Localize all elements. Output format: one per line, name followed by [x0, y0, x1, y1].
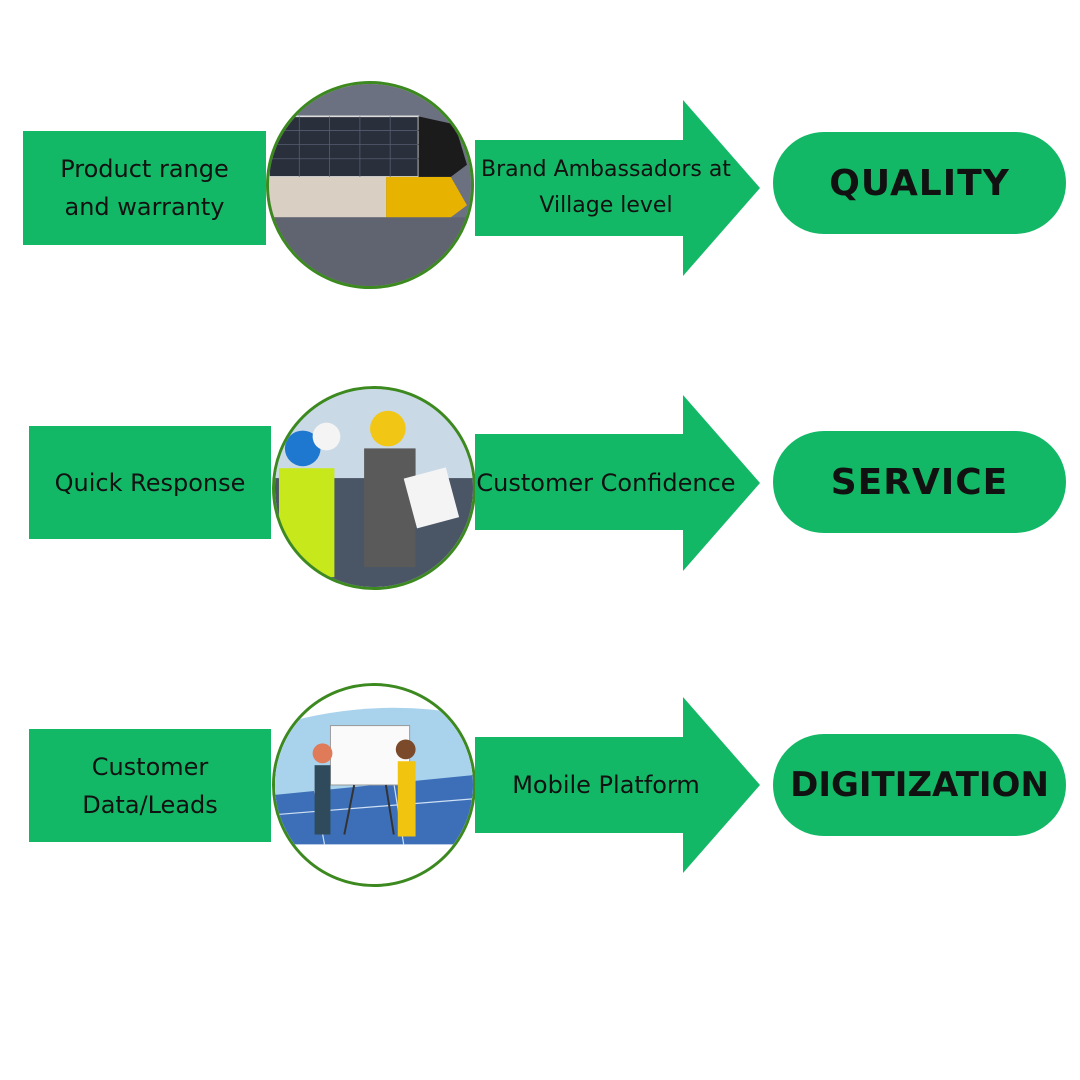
- outcome-digitization: DIGITIZATION: [773, 734, 1066, 836]
- outcome-label: DIGITIZATION: [790, 765, 1049, 805]
- left-label: Customer Data/Leads: [82, 752, 218, 819]
- presentation-illustration: [272, 683, 476, 887]
- left-box-digitization: Customer Data/Leads: [29, 729, 271, 842]
- left-label: Product range and warranty: [60, 155, 229, 221]
- outcome-label: SERVICE: [830, 461, 1009, 503]
- arrow-service: Customer Confidence: [475, 395, 765, 571]
- left-box-service: Quick Response: [29, 426, 271, 539]
- left-box-quality: Product range and warranty: [23, 131, 266, 245]
- arrow-label: Customer Confidence: [476, 469, 736, 497]
- outcome-quality: QUALITY: [773, 132, 1066, 234]
- arrow-label: Brand Ambassadors at Village level: [481, 157, 731, 218]
- left-label: Quick Response: [54, 468, 246, 497]
- outcome-service: SERVICE: [773, 431, 1066, 533]
- arrow-digitization: Mobile Platform: [475, 697, 765, 873]
- arrow-quality: Brand Ambassadors at Village level: [475, 100, 765, 276]
- engineers-photo: [272, 386, 476, 590]
- arrow-label: Mobile Platform: [512, 771, 700, 799]
- solar-vehicle-photo: [266, 81, 474, 289]
- outcome-label: QUALITY: [829, 162, 1010, 204]
